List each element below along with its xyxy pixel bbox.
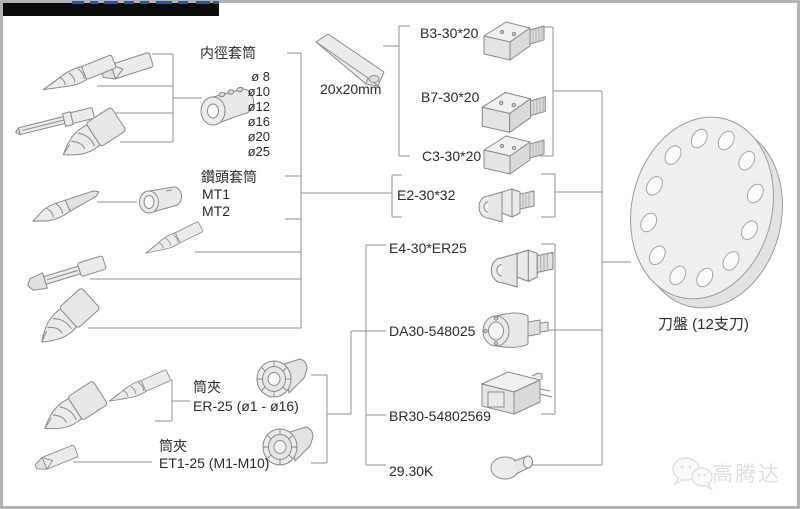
b3-label: B3-30*20	[420, 25, 479, 41]
da30-holder-icon	[480, 300, 552, 356]
large-drill-icon	[31, 287, 101, 353]
e4-label: E4-30*ER25	[389, 240, 467, 256]
turret-label: 刀盤 (12支刀)	[658, 316, 749, 333]
redacted-title-bar	[3, 3, 219, 16]
size-o8: ø 8	[251, 69, 270, 84]
twist-drill-icon	[142, 220, 204, 260]
k2930-label: 29.30K	[389, 463, 434, 479]
tool-20x20-label: 20x20mm	[320, 81, 382, 97]
mt1-label: MT1	[202, 186, 230, 202]
er-collet-label: ER-25 (ø1 - ø16)	[193, 398, 299, 414]
et-collet-title: 筒夾	[159, 438, 187, 454]
br30-label: BR30-54802569	[389, 408, 491, 424]
e2-label: E2-30*32	[397, 187, 456, 203]
mt-taper-drill-icon	[29, 184, 103, 229]
size-o20: ø20	[247, 129, 270, 144]
inner-sleeve-sizes: ø 8 ø10 ø12 ø16 ø20 ø25	[234, 69, 270, 160]
size-o25: ø25	[247, 144, 270, 159]
b3-holder-icon	[483, 21, 545, 61]
turret-disk-icon	[620, 106, 798, 324]
size-o16: ø16	[247, 114, 270, 129]
inner-sleeve-title: 内徑套筒	[200, 45, 256, 61]
drill-sleeve-title: 鑽頭套筒	[201, 169, 257, 185]
watermark-text: 高腾达	[712, 463, 781, 486]
e2-holder-icon	[478, 188, 535, 223]
mt2-label: MT2	[202, 203, 230, 219]
plug-29-30k-icon	[488, 444, 546, 488]
da30-label: DA30-548025	[389, 323, 476, 339]
tap-tool-icon	[33, 444, 79, 474]
mt-sleeve-icon	[136, 178, 190, 224]
large-drill-icon	[55, 106, 127, 167]
et-collet-label: ET1-25 (M1-M10)	[159, 455, 270, 471]
e4-holder-icon	[490, 249, 554, 288]
wechat-watermark-icon	[672, 457, 714, 492]
size-o10: ø10	[247, 84, 270, 99]
twist-drill-icon	[106, 368, 172, 408]
turning-tool-icon	[306, 30, 392, 94]
er-collet-title: 筒夾	[193, 379, 221, 395]
c3-holder-icon	[483, 135, 545, 175]
size-o12: ø12	[247, 99, 270, 114]
br30-holder-icon	[474, 362, 554, 422]
c3-label: C3-30*20	[422, 148, 482, 164]
inner-sleeve-icon	[198, 78, 260, 136]
b7-label: B7-30*20	[421, 89, 480, 105]
